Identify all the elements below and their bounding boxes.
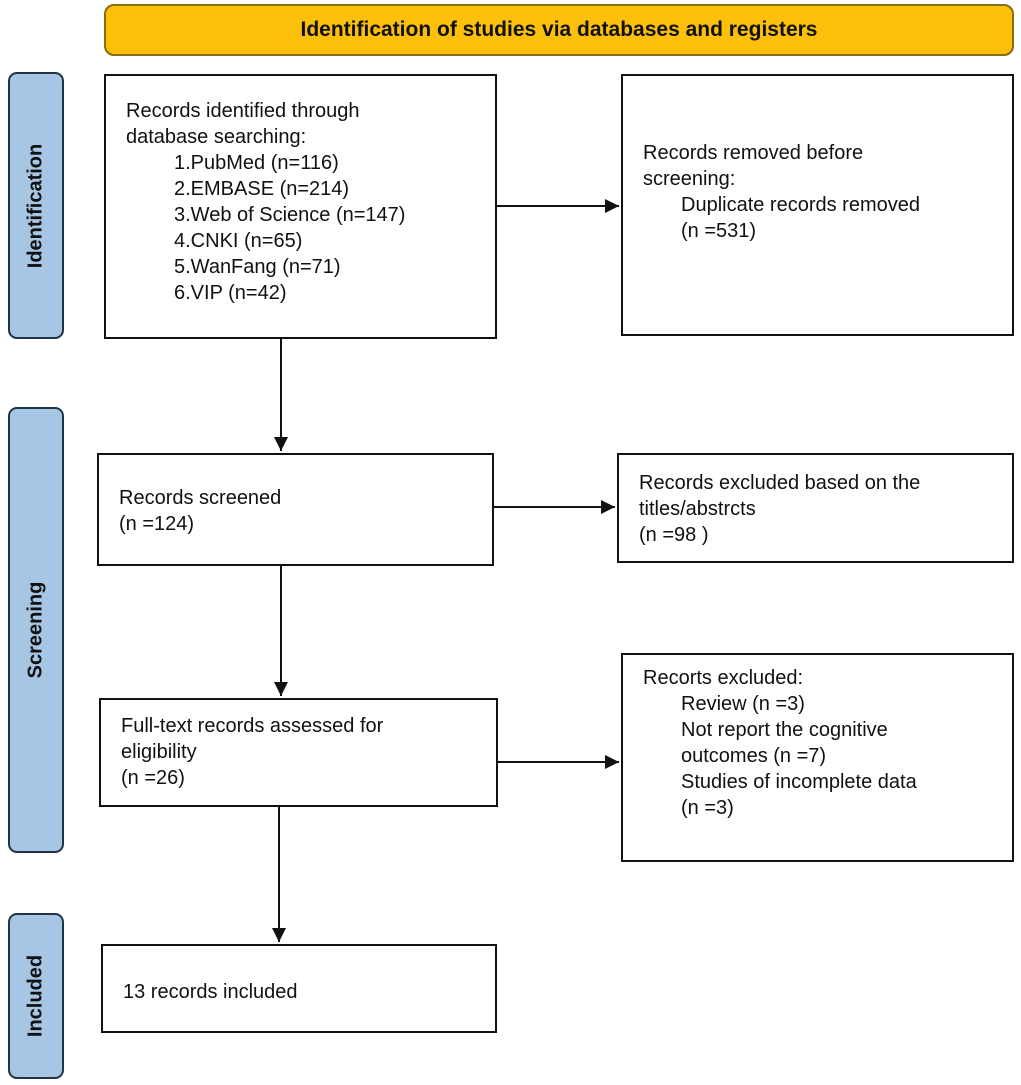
box-line: 4.CNKI (n=65) — [174, 230, 303, 252]
box-line: database searching: — [126, 126, 307, 148]
box-line: 6.VIP (n=42) — [174, 282, 287, 304]
box-line: 2.EMBASE (n=214) — [174, 178, 350, 200]
box-line: (n =124) — [119, 513, 195, 535]
box-line: Review (n =3) — [681, 693, 805, 715]
stage-included: Included — [8, 913, 64, 1079]
fulltext-assessed-box: Full-text records assessed for eligibili… — [99, 698, 498, 807]
box-line: Records screened — [119, 487, 282, 509]
box-line: Studies of incomplete data — [681, 771, 917, 793]
box-line: outcomes (n =7) — [681, 745, 827, 767]
box-line: Full-text records assessed for — [121, 715, 384, 737]
box-line: (n =98 ) — [639, 524, 709, 546]
box-line: Not report the cognitive — [681, 719, 888, 741]
box-line: (n =531) — [681, 220, 757, 242]
box-line: titles/abstrcts — [639, 498, 756, 520]
box-line: Duplicate records removed — [681, 194, 920, 216]
box-line: Records identified through — [126, 100, 360, 122]
box-line: 1.PubMed (n=116) — [174, 152, 339, 174]
header-banner: Identification of studies via databases … — [104, 4, 1014, 56]
records-removed-box: Records removed before screening: Duplic… — [621, 74, 1014, 336]
records-identified-box: Records identified through database sear… — [104, 74, 497, 339]
reports-excluded-box: Recorts excluded: Review (n =3) Not repo… — [621, 653, 1014, 862]
box-line: (n =26) — [121, 767, 185, 789]
header-title: Identification of studies via databases … — [300, 18, 818, 41]
stage-identification: Identification — [8, 72, 64, 339]
box-line: 3.Web of Science (n=147) — [174, 204, 406, 226]
stage-screening: Screening — [8, 407, 64, 853]
box-line: (n =3) — [681, 797, 734, 819]
box-line: Recorts excluded: — [643, 667, 804, 689]
box-line: eligibility — [121, 741, 197, 763]
box-line: 13 records included — [123, 981, 298, 1003]
records-screened-box: Records screened (n =124) — [97, 453, 494, 566]
box-line: 5.WanFang (n=71) — [174, 256, 341, 278]
box-line: screening: — [643, 168, 736, 190]
box-line: Records excluded based on the — [639, 472, 921, 494]
records-excluded-titles-box: Records excluded based on the titles/abs… — [617, 453, 1014, 563]
box-line: Records removed before — [643, 142, 864, 164]
records-included-box: 13 records included — [101, 944, 497, 1033]
